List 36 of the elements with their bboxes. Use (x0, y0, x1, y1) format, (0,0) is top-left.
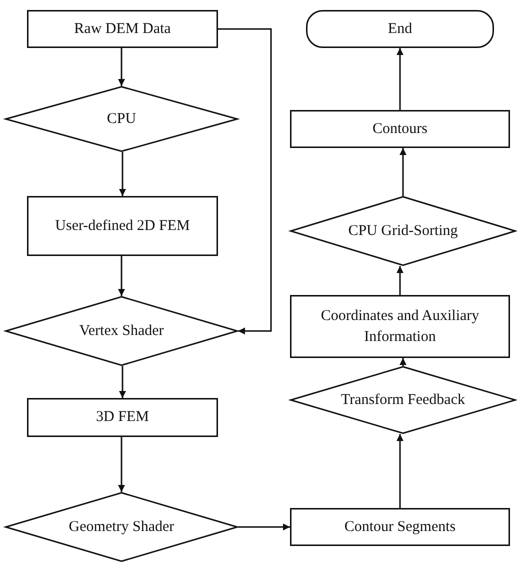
node-label: Contour Segments (344, 518, 456, 537)
decision-diamond (290, 366, 516, 434)
arrow (118, 48, 125, 86)
decision-diamond (5, 492, 238, 562)
process-box (27, 10, 218, 48)
arrow (118, 437, 125, 492)
arrow (396, 434, 404, 508)
process-box (290, 110, 510, 148)
node-label: 3D FEM (96, 408, 149, 428)
node-label: Raw DEM Data (74, 20, 171, 39)
terminal-box (306, 10, 494, 48)
node-label: Coordinates and Auxiliary Information (320, 307, 480, 346)
node-label: Contours (372, 120, 428, 139)
node-label: Transform Feedback (340, 390, 465, 410)
node-label: CPU (106, 110, 136, 129)
node-label: Vertex Shader (79, 322, 164, 341)
arrow (396, 266, 404, 295)
arrow (400, 148, 406, 196)
node-label: User-defined 2D FEM (55, 216, 190, 236)
arrow (119, 366, 126, 398)
arrow (218, 28, 272, 334)
process-box (27, 398, 218, 437)
process-box (290, 295, 510, 358)
arrow (119, 152, 126, 196)
process-box (27, 196, 218, 256)
decision-diamond (5, 296, 238, 366)
arrow (400, 358, 406, 366)
arrow (118, 256, 125, 296)
decision-diamond (5, 86, 238, 152)
arrow (396, 48, 404, 110)
node-label: End (388, 20, 412, 39)
decision-diamond (290, 196, 516, 266)
process-box (290, 508, 510, 546)
arrow (238, 524, 290, 530)
node-label: CPU Grid-Sorting (348, 222, 458, 241)
node-label: Geometry Shader (68, 518, 174, 537)
